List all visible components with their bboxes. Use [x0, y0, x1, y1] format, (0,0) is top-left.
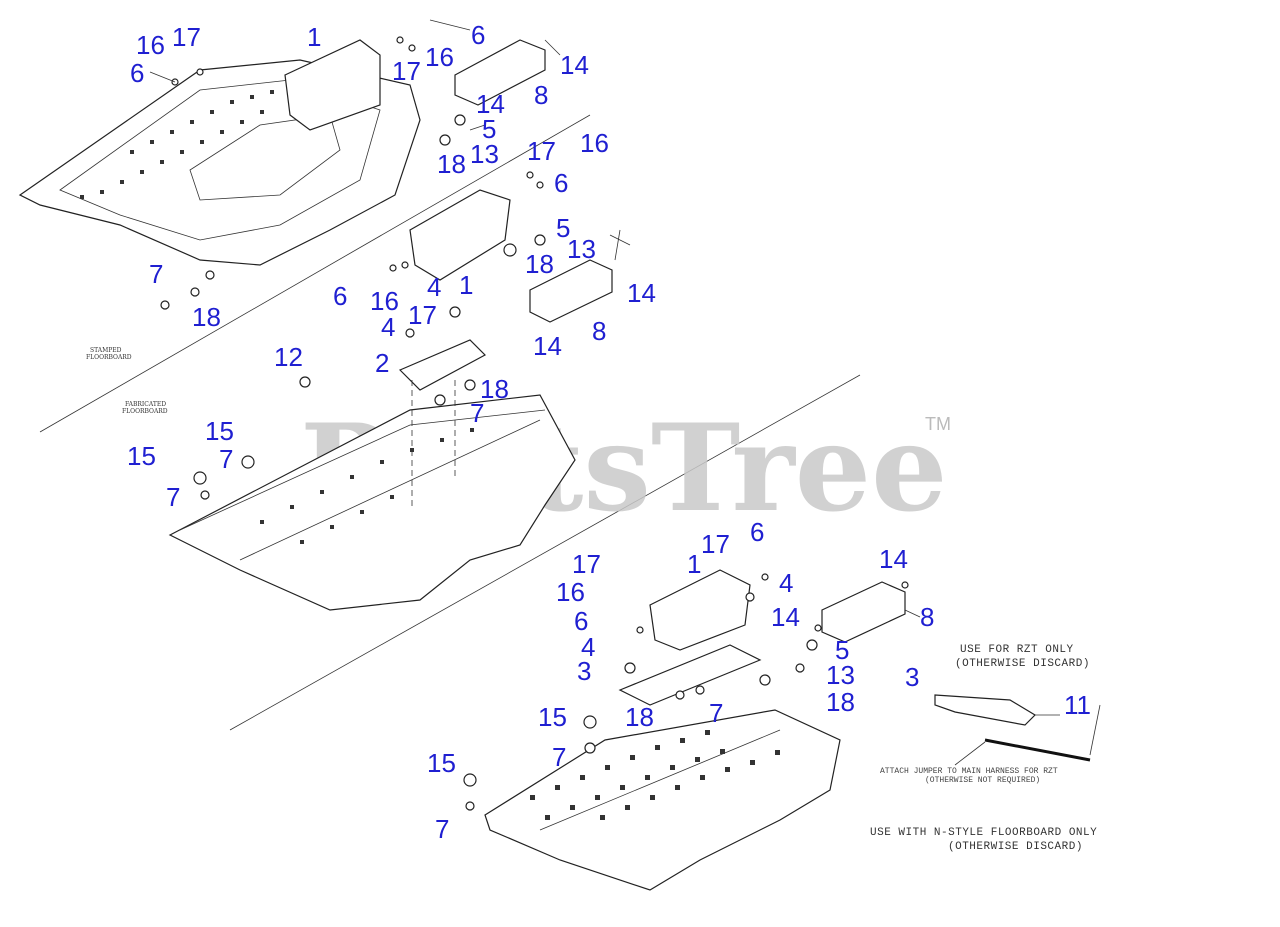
callout: 16	[425, 42, 454, 72]
callout: 16	[136, 30, 165, 60]
callout: 1	[687, 549, 701, 579]
jumper-harness-11	[984, 738, 1091, 762]
note-fabricated: FABRICATED	[125, 401, 166, 408]
bracket-2	[398, 339, 486, 391]
callout: 13	[470, 139, 499, 169]
callout: 17	[701, 529, 730, 559]
callout: 5	[835, 635, 849, 665]
note-stamped-2: FLOORBOARD	[86, 354, 132, 361]
callout: 17	[527, 136, 556, 166]
callout: 7	[552, 742, 566, 772]
note-n-style: USE WITH N-STYLE FLOORBOARD ONLY	[870, 827, 1097, 839]
callout: 14	[627, 278, 656, 308]
callout: 6	[750, 517, 764, 547]
box-8-upper	[454, 39, 546, 106]
jumper-leader	[954, 741, 986, 766]
separator-line-upper	[39, 114, 591, 433]
callout-labels: 16 17 6 1 17 16 6 14 8 14 5 13 18 17 16 …	[127, 20, 1091, 844]
separator-line-lower	[229, 374, 861, 731]
callout: 16	[556, 577, 585, 607]
bracket-lower-1	[649, 569, 751, 651]
callout: 17	[572, 549, 601, 579]
callout: 5	[556, 213, 570, 243]
callout: 11	[1064, 690, 1091, 720]
callout: 8	[534, 80, 548, 110]
note-rzt-only: USE FOR RZT ONLY	[960, 644, 1074, 656]
fabricated-floorboard-holes	[260, 428, 474, 544]
callout: 3	[905, 662, 919, 692]
callout: 8	[920, 602, 934, 632]
callout: 6	[471, 20, 485, 50]
callout: 18	[437, 149, 466, 179]
callout: 7	[219, 444, 233, 474]
callout: 6	[333, 281, 347, 311]
callout: 18	[192, 302, 221, 332]
callout: 5	[482, 114, 496, 144]
callout: 12	[274, 342, 303, 372]
callout: 1	[459, 270, 473, 300]
n-style-floorboard	[484, 709, 841, 891]
fabricated-floorboard	[168, 380, 576, 611]
callout: 4	[779, 568, 793, 598]
callout: 14	[879, 544, 908, 574]
callout: 13	[826, 660, 855, 690]
callout: 4	[581, 632, 595, 662]
callout: 15	[427, 748, 456, 778]
callout-leaders	[149, 19, 1101, 756]
note-jumper-2: (OTHERWISE NOT REQUIRED)	[925, 776, 1040, 785]
note-rzt-only-2: (OTHERWISE DISCARD)	[955, 658, 1090, 670]
callout: 6	[554, 168, 568, 198]
bracket-3-lower	[618, 644, 762, 706]
callout: 8	[592, 316, 606, 346]
box-8-lower	[821, 581, 906, 643]
callout: 7	[166, 482, 180, 512]
callout: 16	[370, 286, 399, 316]
box-8-middle	[529, 259, 613, 323]
callout: 13	[567, 234, 596, 264]
note-n-style-2: (OTHERWISE DISCARD)	[948, 841, 1083, 853]
callout: 17	[408, 300, 437, 330]
callout: 18	[480, 374, 509, 404]
bracket-middle-1	[409, 189, 511, 281]
note-fabricated-2: FLOORBOARD	[122, 408, 168, 415]
callout: 18	[625, 702, 654, 732]
callout: 3	[577, 656, 591, 686]
callout: 17	[172, 22, 201, 52]
callout: 14	[476, 89, 505, 119]
bracket-upper-1	[284, 39, 381, 131]
bracket-3-standalone	[934, 694, 1036, 726]
note-jumper: ATTACH JUMPER TO MAIN HARNESS FOR RZT	[880, 767, 1058, 776]
callout: 7	[470, 398, 484, 428]
callout: 15	[127, 441, 156, 471]
callout: 18	[826, 687, 855, 717]
hardware-bits	[160, 36, 909, 811]
callout: 15	[538, 702, 567, 732]
note-stamped: STAMPED	[90, 347, 122, 354]
callout: 16	[580, 128, 609, 158]
watermark-trademark: TM	[925, 414, 951, 434]
callout: 1	[307, 22, 321, 52]
callout: 2	[375, 348, 389, 378]
callout: 15	[205, 416, 234, 446]
callout: 14	[560, 50, 589, 80]
callout: 17	[392, 56, 421, 86]
callout: 14	[771, 602, 800, 632]
callout: 14	[533, 331, 562, 361]
callout: 6	[574, 606, 588, 636]
callout: 7	[149, 259, 163, 289]
callout: 7	[435, 814, 449, 844]
callout: 6	[130, 58, 144, 88]
stamped-floorboard-holes	[80, 90, 274, 199]
callout: 4	[381, 312, 395, 342]
callout: 18	[525, 249, 554, 279]
callout: 7	[709, 698, 723, 728]
n-style-floorboard-holes	[530, 730, 780, 820]
callout: 4	[427, 272, 441, 302]
